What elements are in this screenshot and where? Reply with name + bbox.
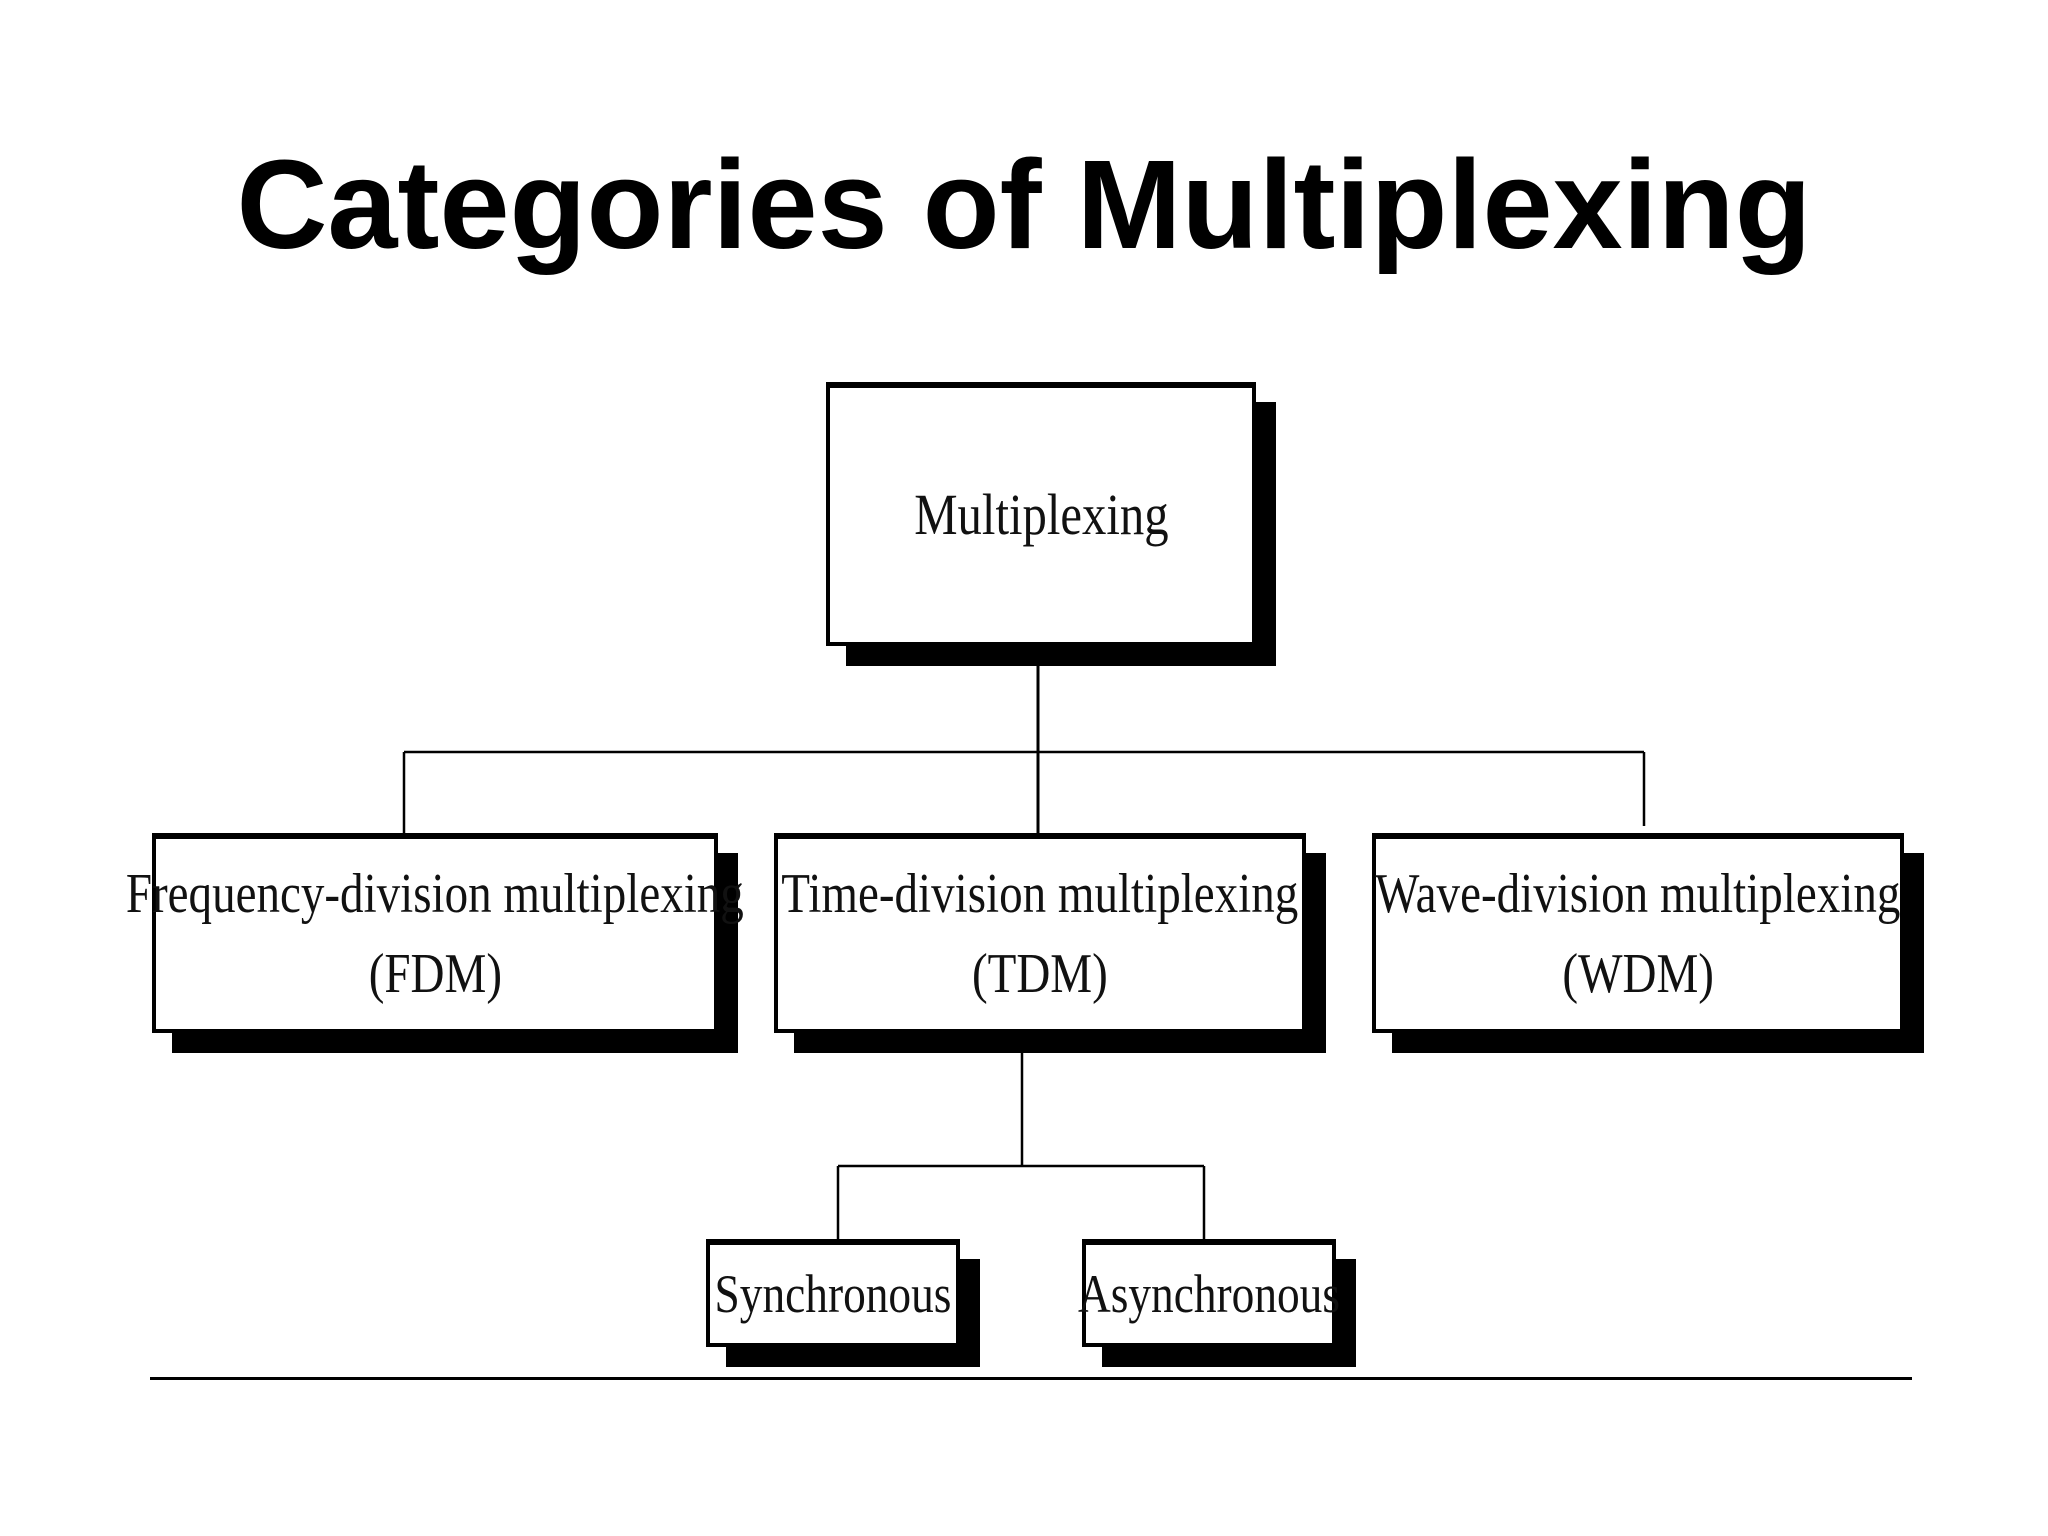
node-wdm-line2: (WDM) [1562,943,1714,1005]
node-multiplexing: Multiplexing [826,382,1256,646]
node-tdm-line2: (TDM) [972,943,1108,1005]
node-multiplexing-label: Multiplexing [913,482,1169,547]
node-fdm: Frequency-division multiplexing (FDM) [126,833,744,1033]
page-title: Categories of Multiplexing [236,134,1812,275]
node-synchronous-label: Synchronous [714,1264,952,1324]
node-fdm-line2: (FDM) [368,943,502,1005]
footer-rule [150,1377,1912,1380]
node-synchronous: Synchronous [706,1239,960,1347]
node-tdm: Time-division multiplexing (TDM) [774,833,1306,1033]
node-wdm: Wave-division multiplexing (WDM) [1372,833,1904,1033]
node-fdm-line1: Frequency-division multiplexing [126,863,744,925]
node-tdm-line1: Time-division multiplexing [781,863,1299,925]
node-asynchronous: Asynchronous [1078,1239,1340,1347]
node-asynchronous-label: Asynchronous [1077,1264,1341,1324]
node-wdm-line1: Wave-division multiplexing [1375,863,1901,925]
